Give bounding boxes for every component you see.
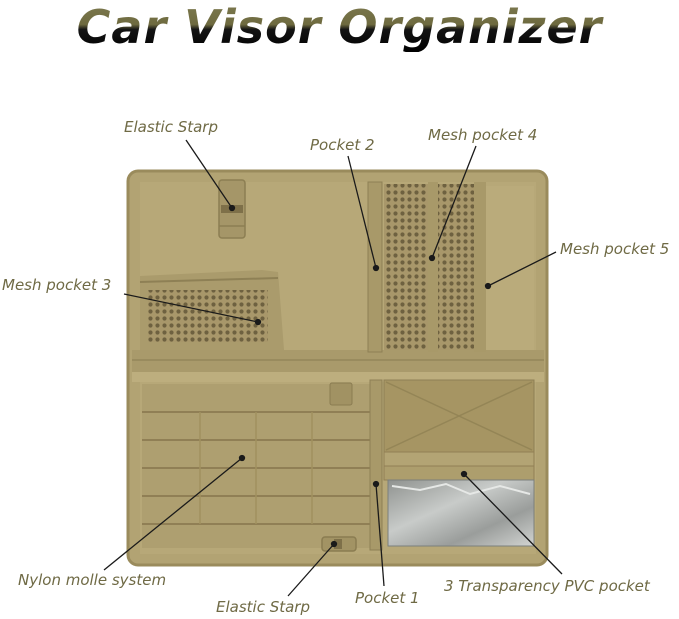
label-elastic-strap-bottom: Elastic Starp	[216, 598, 310, 616]
mesh-pocket-5	[474, 182, 534, 352]
label-mesh-pocket-4: Mesh pocket 4	[428, 126, 538, 144]
label-nylon-molle-system: Nylon molle system	[18, 571, 167, 589]
velcro-panel	[383, 379, 535, 453]
callout-lines	[103, 139, 563, 597]
mesh-pocket-3	[139, 270, 284, 350]
label-mesh-pocket-3: Mesh pocket 3	[2, 276, 112, 294]
label-mesh-pocket-5: Mesh pocket 5	[560, 240, 670, 258]
label-pocket-2: Pocket 2	[310, 136, 375, 154]
label-elastic-strap-top: Elastic Starp	[124, 118, 218, 136]
label-pvc-pocket: 3 Transparency PVC pocket	[444, 577, 650, 595]
page-title: Car Visor Organizer	[0, 2, 679, 52]
pvc-pocket	[383, 451, 535, 547]
mesh-pocket-4	[384, 182, 474, 352]
elastic-strap-bottom	[321, 536, 357, 552]
pocket-1	[369, 379, 383, 551]
nylon-molle-system	[142, 382, 370, 548]
label-pocket-1: Pocket 1	[355, 589, 420, 607]
